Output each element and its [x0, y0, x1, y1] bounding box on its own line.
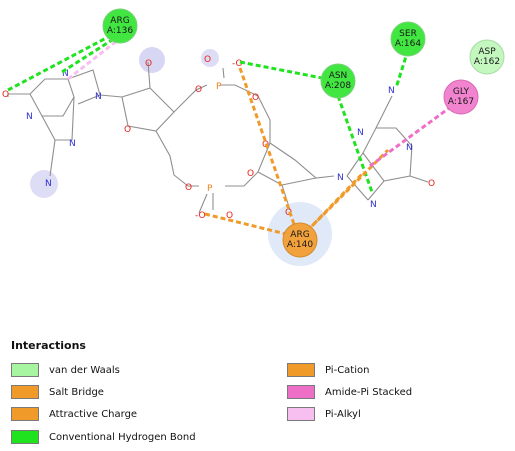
residue-id: A:136 — [107, 26, 133, 36]
atom-o: -O — [232, 59, 243, 69]
pi-cation-line — [310, 148, 390, 228]
interaction-lines — [7, 34, 453, 236]
hbond-line — [61, 38, 113, 74]
amide-pi-line — [369, 104, 453, 168]
solvent-halo — [139, 47, 165, 73]
atom-o: O — [195, 85, 202, 95]
residue-name: GLY — [453, 87, 470, 97]
legend-title: Interactions — [11, 339, 86, 352]
legend-item-amide-pi-stacked: Amide-Pi Stacked — [287, 384, 412, 400]
atom-o: -O — [195, 211, 206, 221]
hbond-line — [7, 34, 111, 92]
legend-swatch — [287, 363, 315, 377]
attractive-charge-line — [204, 212, 287, 236]
atom-n: N — [45, 179, 52, 189]
legend-item-conventional-hbond: Conventional Hydrogen Bond — [11, 429, 196, 445]
atom-n: N — [406, 143, 413, 153]
atom-n: N — [69, 139, 76, 149]
legend-label: Pi-Alkyl — [325, 408, 361, 420]
residue-name: ASP — [478, 47, 496, 57]
atom-n: N — [95, 92, 102, 102]
legend-swatch — [287, 407, 315, 421]
atom-o: O — [204, 55, 211, 65]
residue-name: SER — [399, 29, 417, 39]
residue-arg140[interactable]: ARG A:140 — [282, 222, 318, 258]
residue-id: A:162 — [474, 57, 500, 67]
legend-label: Conventional Hydrogen Bond — [49, 431, 196, 443]
residue-gly167[interactable]: GLY A:167 — [443, 79, 479, 115]
legend-swatch — [11, 430, 39, 444]
atom-o: O — [2, 90, 9, 100]
legend-label: Amide-Pi Stacked — [325, 386, 413, 398]
ligand-atoms: O N N N N N O O O P O -O O O O P -O O O … — [2, 55, 435, 221]
atom-n: N — [26, 112, 33, 122]
legend-swatch — [287, 385, 315, 399]
residues: ARG A:136 SER A:164 ASP A:162 ASN A:208 … — [102, 8, 505, 258]
pi-cation-line — [306, 170, 366, 232]
residue-ser164[interactable]: SER A:164 — [390, 21, 426, 57]
atom-o: O — [124, 125, 131, 135]
legend: Interactions van der Waals Salt Bridge A… — [0, 333, 515, 451]
legend-item-pi-cation: Pi-Cation — [287, 362, 369, 378]
residue-id: A:167 — [448, 97, 474, 107]
atom-o: O — [145, 59, 152, 69]
atom-p: P — [216, 82, 222, 92]
legend-swatch — [11, 363, 39, 377]
residue-id: A:208 — [325, 81, 351, 91]
atom-n: N — [357, 128, 364, 138]
salt-bridge-line — [238, 67, 298, 231]
hbond-line — [394, 49, 410, 89]
pi-alkyl-line — [67, 38, 119, 81]
residue-name: ASN — [329, 71, 348, 81]
atom-o: O — [428, 179, 435, 189]
legend-swatch — [11, 385, 39, 399]
residue-name: ARG — [110, 16, 129, 26]
atom-o: O — [247, 169, 254, 179]
legend-label: Salt Bridge — [49, 386, 104, 398]
atom-n: N — [337, 173, 344, 183]
legend-item-pi-alkyl: Pi-Alkyl — [287, 406, 361, 422]
legend-item-attractive-charge: Attractive Charge — [11, 406, 137, 422]
atom-n: N — [388, 86, 395, 96]
legend-swatch — [11, 407, 39, 421]
atom-o: O — [226, 211, 233, 221]
legend-label: Pi-Cation — [325, 364, 370, 376]
atom-o: O — [185, 183, 192, 193]
residue-id: A:164 — [395, 39, 421, 49]
hbond-line — [336, 95, 374, 193]
legend-label: Attractive Charge — [49, 408, 138, 420]
atom-o: O — [252, 93, 259, 103]
hbond-line — [239, 60, 323, 80]
residue-name: ARG — [290, 230, 309, 240]
residue-arg136[interactable]: ARG A:136 — [102, 8, 138, 44]
residue-id: A:140 — [287, 240, 313, 250]
interaction-diagram: O N N N N N O O O P O -O O O O P -O O O … — [2, 8, 505, 266]
atom-n: N — [62, 69, 69, 79]
solvent-halo — [201, 49, 219, 67]
residue-asp162[interactable]: ASP A:162 — [469, 39, 505, 75]
legend-item-salt-bridge: Salt Bridge — [11, 384, 104, 400]
residue-asn208[interactable]: ASN A:208 — [320, 63, 356, 99]
atom-p: P — [207, 184, 213, 194]
atom-n: N — [370, 200, 377, 210]
legend-label: van der Waals — [49, 364, 120, 376]
solvent-halo — [30, 170, 58, 198]
legend-item-van-der-waals: van der Waals — [11, 362, 120, 378]
